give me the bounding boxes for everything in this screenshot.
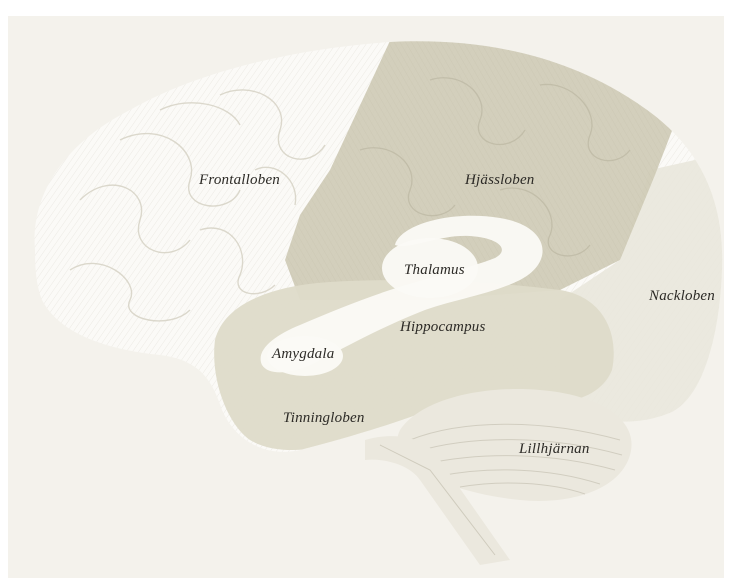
- label-amygdala: Amygdala: [272, 346, 334, 363]
- label-temporal-lobe: Tinningloben: [283, 410, 365, 427]
- label-cerebellum: Lillhjärnan: [519, 441, 590, 458]
- label-frontal-lobe: Frontalloben: [199, 172, 280, 189]
- label-hippocampus: Hippocampus: [400, 319, 486, 336]
- label-thalamus: Thalamus: [404, 262, 465, 279]
- label-parietal-lobe: Hjässloben: [465, 172, 535, 189]
- label-occipital-lobe: Nackloben: [649, 288, 715, 305]
